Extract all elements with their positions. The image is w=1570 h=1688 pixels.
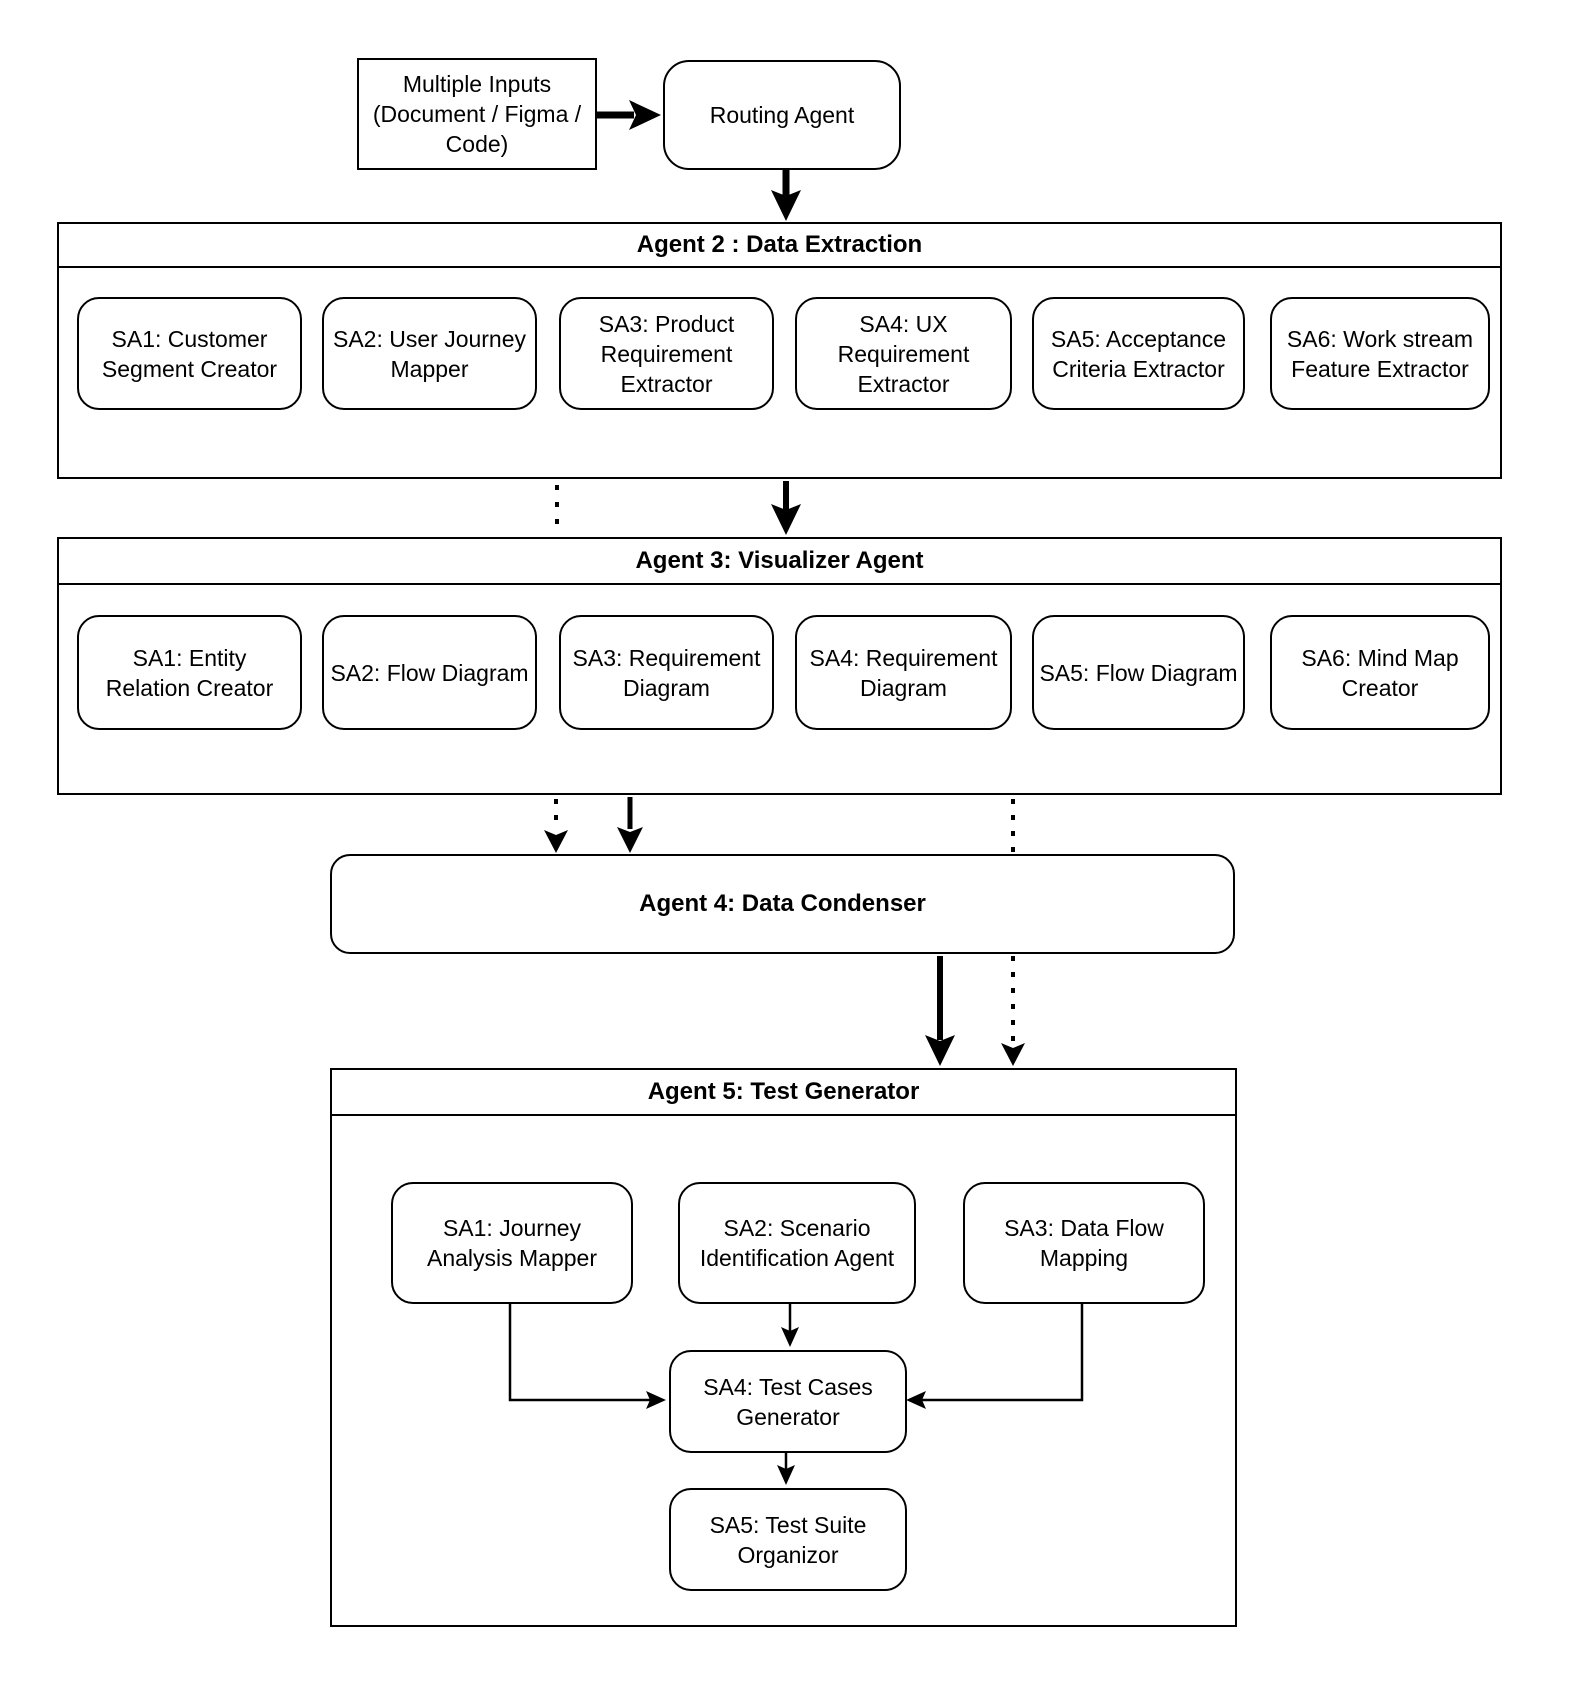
agent3-node-sa2: SA2: Flow Diagram <box>322 615 537 730</box>
arrow-head <box>925 1035 955 1066</box>
container-agent2-data-extraction: Agent 2 : Data Extraction SA1: Customer … <box>57 222 1502 479</box>
node-agent4-data-condenser: Agent 4: Data Condenser <box>330 854 1235 954</box>
arrow-head <box>544 830 568 853</box>
agent2-node-sa5: SA5: Acceptance Criteria Extractor <box>1032 297 1245 410</box>
node-routing-agent: Routing Agent <box>663 60 901 170</box>
arrow-head <box>771 190 801 221</box>
agent2-node-sa6: SA6: Work stream Feature Extractor <box>1270 297 1490 410</box>
arrow-agent4-to-agent5 <box>925 956 955 1066</box>
container-agent5-test-generator: Agent 5: Test Generator SA1: Journey Ana… <box>330 1068 1237 1627</box>
agent3-node-sa4: SA4: Requirement Diagram <box>795 615 1012 730</box>
agent5-node-sa1: SA1: Journey Analysis Mapper <box>391 1182 633 1304</box>
agent2-node-sa2: SA2: User Journey Mapper <box>322 297 537 410</box>
arrow-agent2-to-agent3 <box>771 481 801 535</box>
agent2-title: Agent 2 : Data Extraction <box>59 224 1500 268</box>
dotted-arrow-agent4-to-agent5 <box>1001 956 1025 1066</box>
arrow-routing-to-agent2 <box>771 170 801 221</box>
agent3-node-sa3: SA3: Requirement Diagram <box>559 615 774 730</box>
arrow-head <box>617 827 643 853</box>
agent3-node-sa1: SA1: Entity Relation Creator <box>77 615 302 730</box>
agent5-node-sa5: SA5: Test Suite Organizor <box>669 1488 907 1591</box>
agent5-title: Agent 5: Test Generator <box>332 1070 1235 1116</box>
agent3-node-sa5: SA5: Flow Diagram <box>1032 615 1245 730</box>
agent3-title: Agent 3: Visualizer Agent <box>59 539 1500 585</box>
agent2-node-sa4: SA4: UX Requirement Extractor <box>795 297 1012 410</box>
container-agent3-visualizer: Agent 3: Visualizer Agent SA1: Entity Re… <box>57 537 1502 795</box>
node-multiple-inputs: Multiple Inputs (Document / Figma / Code… <box>357 58 597 170</box>
agent5-node-sa2: SA2: Scenario Identification Agent <box>678 1182 916 1304</box>
arrow-head <box>629 100 661 130</box>
agent3-node-sa6: SA6: Mind Map Creator <box>1270 615 1490 730</box>
agent5-node-sa3: SA3: Data Flow Mapping <box>963 1182 1205 1304</box>
arrow-head <box>771 504 801 535</box>
agent5-node-sa4: SA4: Test Cases Generator <box>669 1350 907 1453</box>
arrow-agent3-to-agent4 <box>617 797 643 853</box>
arrow-inputs-to-routing <box>597 100 661 130</box>
agent2-node-sa3: SA3: Product Requirement Extractor <box>559 297 774 410</box>
dotted-arrow-agent3-to-agent4 <box>544 799 568 853</box>
agent2-node-sa1: SA1: Customer Segment Creator <box>77 297 302 410</box>
arrow-head <box>1001 1043 1025 1066</box>
